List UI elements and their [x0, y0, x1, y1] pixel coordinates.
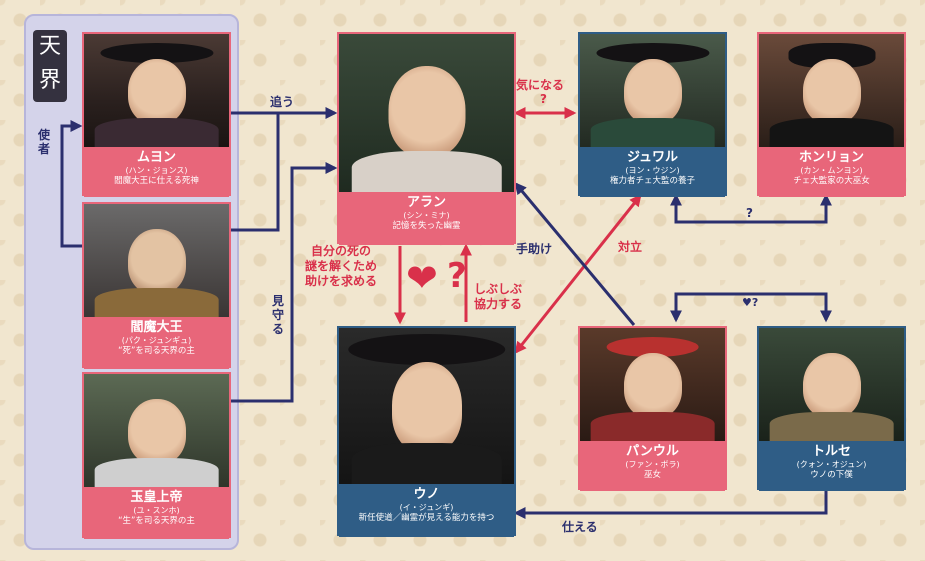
name-enma: 閻魔大王	[130, 320, 183, 335]
photo-juwaru	[580, 34, 725, 147]
label-tsukaeru: 仕える	[562, 520, 598, 534]
heart-icon: ❤	[406, 256, 438, 300]
label-juwaru-honryon-q: ?	[746, 206, 753, 220]
desc-honryon: チェ大監家の大巫女	[793, 176, 870, 186]
name-gyokko: 玉皇上帝	[130, 490, 183, 505]
link-panuru-toruse	[670, 292, 832, 323]
label-heart-q-small: ♥?	[742, 296, 759, 309]
actor-aran: (シン・ミナ)	[403, 211, 450, 220]
card-honryon[interactable]: ホンリョン (カン・ムンヨン) チェ大監家の大巫女	[757, 32, 906, 197]
desc-aran: 記憶を失った幽霊	[392, 221, 461, 231]
label-tetasuke: 手助け	[516, 242, 553, 256]
card-juwaru[interactable]: ジュワル (ヨン・ウジン) 権力者チェ大監の養子	[578, 32, 727, 197]
desc-panuru: 巫女	[643, 470, 661, 480]
photo-gyokko	[84, 374, 229, 487]
card-toruse[interactable]: トルセ (クォン・オジュン) ウノの下僕	[757, 326, 906, 491]
card-panuru[interactable]: パンウル (ファン・ボラ) 巫女	[578, 326, 727, 491]
aran-to-uno-line-2: 謎を解くため	[305, 259, 378, 273]
name-panuru: パンウル	[626, 444, 679, 459]
link-ou-enma	[229, 113, 280, 232]
name-juwaru: ジュワル	[626, 150, 679, 165]
uno-to-aran-line-1: しぶしぶ	[474, 282, 523, 296]
heaven-tag: 天 界	[33, 30, 67, 102]
photo-panuru	[580, 328, 725, 441]
link-shisha	[60, 120, 83, 248]
name-muyon: ムヨン	[136, 150, 176, 165]
card-aran[interactable]: アラン (シン・ミナ) 記憶を失った幽霊	[337, 32, 516, 245]
heaven-char-2: 界	[38, 68, 61, 93]
desc-enma: “死”を司る天界の主	[118, 346, 195, 356]
link-tetasuke	[514, 182, 636, 326]
label-ou: 追う	[270, 95, 295, 109]
link-tairitsu	[514, 194, 642, 354]
link-juwaru-honryon	[670, 193, 832, 224]
label-kininaru-q: ?	[540, 92, 547, 106]
label-shisha: 使者	[38, 128, 51, 156]
card-gyokko[interactable]: 玉皇上帝 (ユ・スンホ) “生”を司る天界の主	[82, 372, 231, 539]
photo-toruse	[759, 328, 904, 441]
link-tsukaeru	[513, 490, 828, 519]
name-uno: ウノ	[413, 487, 440, 502]
photo-honryon	[759, 34, 904, 147]
actor-uno: (イ・ジュンギ)	[399, 503, 454, 512]
label-aran-to-uno: 自分の死の 謎を解くため 助けを求める	[305, 244, 377, 289]
desc-muyon: 閻魔大王に仕える死神	[114, 176, 199, 186]
photo-uno	[339, 328, 514, 484]
photo-enma	[84, 204, 229, 317]
link-mimamoru	[229, 162, 338, 403]
actor-honryon: (カン・ムンヨン)	[800, 166, 863, 175]
name-honryon: ホンリョン	[798, 150, 864, 165]
desc-juwaru: 権力者チェ大監の養子	[609, 176, 695, 186]
label-uno-to-aran: しぶしぶ 協力する	[474, 282, 522, 312]
card-enma[interactable]: 閻魔大王 (パク・ジュンギュ) “死”を司る天界の主	[82, 202, 231, 369]
desc-toruse: ウノの下僕	[810, 470, 853, 480]
label-kininaru: 気になる	[516, 78, 565, 92]
actor-gyokko: (ユ・スンホ)	[133, 506, 180, 515]
card-uno[interactable]: ウノ (イ・ジュンギ) 新任使道／幽霊が見える能力を持つ	[337, 326, 516, 537]
aran-to-uno-line-3: 助けを求める	[305, 274, 378, 288]
aran-to-uno-line-1: 自分の死の	[311, 244, 372, 258]
uno-to-aran-line-2: 協力する	[474, 297, 523, 311]
question-mark-big: ?	[447, 256, 467, 296]
desc-uno: 新任使道／幽霊が見える能力を持つ	[358, 513, 495, 523]
label-tairitsu: 対立	[618, 240, 643, 254]
photo-muyon	[84, 34, 229, 147]
desc-gyokko: “生”を司る天界の主	[118, 516, 195, 526]
label-mimamoru: 見守る	[272, 294, 285, 336]
actor-juwaru: (ヨン・ウジン)	[625, 166, 680, 175]
actor-toruse: (クォン・オジュン)	[796, 460, 867, 469]
name-toruse: トルセ	[811, 444, 851, 459]
actor-muyon: (ハン・ジョンス)	[125, 166, 188, 175]
name-aran: アラン	[406, 195, 446, 210]
actor-panuru: (ファン・ボラ)	[625, 460, 680, 469]
heaven-char-1: 天	[38, 34, 61, 59]
card-muyon[interactable]: ムヨン (ハン・ジョンス) 閻魔大王に仕える死神	[82, 32, 231, 197]
photo-aran	[339, 34, 514, 192]
actor-enma: (パク・ジュンギュ)	[121, 336, 192, 345]
